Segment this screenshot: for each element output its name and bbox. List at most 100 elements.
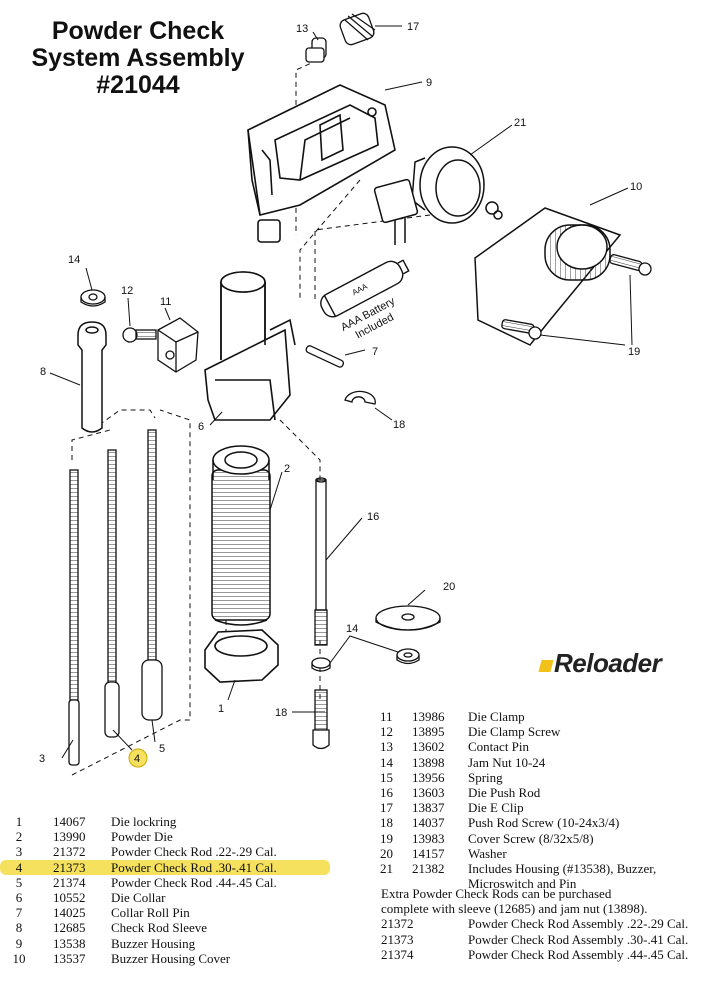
callout-labels: 13 17 9 21 10 19 14 12 11 8 7 18 6 2 16 … [39, 21, 642, 768]
callout-7: 7 [372, 346, 378, 358]
part-desc: Die lockring [111, 814, 177, 829]
part-num: 16 [380, 784, 393, 800]
part-code: 14067 [53, 814, 86, 829]
part-desc: Check Rod Sleeve [111, 920, 208, 936]
part-desc: Powder Check Rod .22-.29 Cal. [111, 844, 277, 860]
part-desc: Die E Clip [468, 800, 524, 816]
callout-13: 13 [296, 23, 308, 35]
callout-12: 12 [121, 285, 133, 297]
check-rod-sleeve-8 [77, 321, 107, 433]
part-code: 13837 [412, 800, 445, 816]
part-desc: Powder Die [111, 829, 173, 845]
jam-nut-14-mid [311, 657, 331, 672]
leader-lines [49, 25, 633, 759]
buzzer-housing-9 [247, 84, 396, 243]
callout-19: 19 [628, 346, 640, 358]
jam-nut-14-top [80, 289, 106, 307]
part-desc: Collar Roll Pin [111, 905, 190, 921]
cover-screws-19 [501, 254, 652, 340]
powder-check-rod-4 [104, 449, 120, 738]
part-desc: Powder Check Rod .30-.41 Cal. [111, 859, 277, 875]
part-code: 14025 [53, 905, 86, 921]
callout-16: 16 [367, 511, 379, 523]
title-line-2: System Assembly [31, 44, 245, 72]
parts-row: 5 21374 Powder Check Rod .44-.45 Cal. [0, 875, 330, 890]
part-desc: Washer [468, 845, 507, 861]
part-code: 13986 [412, 709, 445, 724]
part-code: 13956 [412, 769, 445, 785]
brand-logo: Reloader [538, 648, 662, 679]
part-num: 2 [15, 829, 23, 845]
part-desc: Die Push Rod [468, 784, 541, 800]
part-desc: Buzzer Housing [111, 935, 196, 951]
part-num: 5 [15, 874, 23, 890]
page-title: Powder Check System Assembly #21044 [8, 18, 268, 99]
part-code: 13603 [412, 784, 445, 800]
part-desc: Includes Housing (#13538), Buzzer, [468, 860, 657, 876]
part-code: 21374 [53, 874, 86, 890]
part-num: 19 [380, 830, 393, 846]
washer-20 [375, 605, 441, 631]
part-num: 4 [15, 859, 23, 875]
part-desc: Contact Pin [468, 739, 530, 755]
part-code: 12685 [53, 920, 86, 936]
parts-row: 1 14067 Die lockring [0, 814, 330, 829]
part-num: 13 [380, 739, 393, 755]
part-desc: Cover Screw (8/32x5/8) [468, 830, 594, 846]
part-num: 8 [15, 920, 23, 936]
part-num: 1 [15, 814, 23, 829]
callout-21: 21 [514, 117, 526, 129]
part-desc: Jam Nut 10-24 [468, 754, 546, 770]
part-num: 15 [380, 769, 393, 785]
spring-15 [339, 12, 376, 46]
part-num: 12 [380, 724, 393, 740]
part-code: 21372 [53, 844, 86, 860]
callout-2: 2 [284, 463, 290, 475]
jam-nut-14-right [396, 648, 420, 665]
aaa-battery [320, 259, 410, 318]
part-code: 10552 [53, 889, 86, 905]
part-desc: Powder Check Rod .44-.45 Cal. [111, 874, 277, 890]
callout-9: 9 [426, 77, 432, 89]
part-desc: Die Collar [111, 889, 166, 905]
callout-5: 5 [159, 743, 165, 755]
parts-row: 13 13602 Contact Pin [370, 739, 720, 754]
part-num: 21 [380, 860, 393, 876]
callout-18-label: 18 [275, 707, 287, 719]
parts-row: 8 12685 Check Rod Sleeve [0, 920, 330, 935]
die-collar-6 [204, 271, 296, 421]
callout-14-top: 14 [68, 254, 80, 266]
extra-note-line-1: Extra Powder Check Rods can be purchased [381, 886, 612, 901]
housing-cover-10 [474, 207, 622, 346]
part-code: 14037 [412, 815, 445, 831]
part-code: 13602 [412, 739, 445, 755]
extra-rod-desc: Powder Check Rod Assembly .44-.45 Cal. [468, 946, 689, 962]
part-desc: Die Clamp Screw [468, 724, 561, 740]
part-num: 17 [380, 800, 393, 816]
part-code: 21382 [412, 860, 445, 876]
part-num: 18 [380, 815, 393, 831]
callout-6: 6 [198, 421, 204, 433]
parts-row: 15 13956 Spring [370, 770, 720, 785]
callout-10: 10 [630, 181, 642, 193]
part-num: 14 [380, 754, 393, 770]
part-desc: Microswitch and Pin [468, 876, 577, 892]
part-desc: Push Rod Screw (10-24x3/4) [468, 815, 620, 831]
part-code: 13990 [53, 829, 86, 845]
callout-8: 8 [40, 366, 46, 378]
part-desc: Spring [468, 769, 503, 785]
die-lockring-1 [204, 629, 279, 683]
extra-rods-section: Extra Powder Check Rods can be purchased… [381, 886, 721, 962]
